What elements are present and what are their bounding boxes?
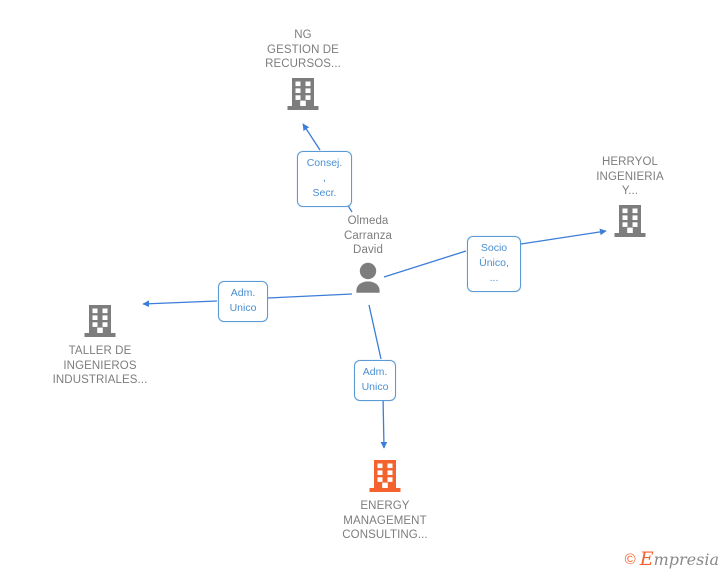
node-label-person-center: Olmeda Carranza David <box>343 215 393 257</box>
node-label-taller-ingenieros: TALLER DE INGENIEROS INDUSTRIALES... <box>52 345 148 387</box>
relation-chip-ng-gestion[interactable]: Consej. , Secr. <box>297 151 352 207</box>
node-label-ng-gestion: NG GESTION DE RECURSOS... <box>265 29 341 71</box>
relation-chip-taller-ingenieros[interactable]: Adm. Unico <box>218 281 268 322</box>
node-company-herryol[interactable]: HERRYOL INGENIERIA Y... <box>555 155 705 239</box>
person-icon <box>293 262 443 294</box>
relation-chip-herryol[interactable]: Socio Único, ... <box>467 236 521 292</box>
node-label-herryol: HERRYOL INGENIERIA Y... <box>596 156 664 198</box>
brand-rest: mpresia <box>653 550 719 569</box>
node-person-center[interactable]: Olmeda Carranza David <box>293 214 443 294</box>
node-company-taller-ingenieros[interactable]: TALLER DE INGENIEROS INDUSTRIALES... <box>25 303 175 388</box>
brand-initial: E <box>639 548 654 570</box>
node-company-ng-gestion[interactable]: NG GESTION DE RECURSOS... <box>228 28 378 112</box>
copyright-icon: © <box>624 551 636 568</box>
node-label-energy-management: ENERGY MANAGEMENT CONSULTING... <box>342 500 428 542</box>
building-icon <box>310 458 460 494</box>
relation-chip-energy-management[interactable]: Adm. Unico <box>354 360 396 401</box>
empresia-watermark: © Empresia <box>625 550 719 569</box>
building-icon <box>228 76 378 112</box>
brand-wordmark: Empresia <box>640 550 719 569</box>
building-icon <box>25 303 175 339</box>
node-company-energy-management[interactable]: ENERGY MANAGEMENT CONSULTING... <box>310 458 460 543</box>
building-icon <box>555 203 705 239</box>
